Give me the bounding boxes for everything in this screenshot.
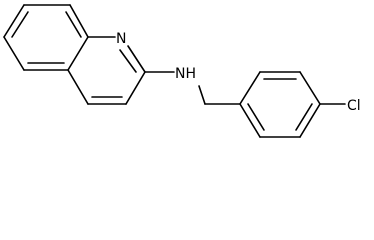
chlorine-label: Cl: [347, 98, 361, 114]
bond: [239, 71, 261, 105]
bond: [67, 36, 89, 71]
bond: [239, 103, 261, 138]
bond: [119, 49, 137, 73]
amine-label: NH: [175, 66, 196, 82]
bond: [125, 71, 146, 105]
bond: [299, 103, 321, 138]
quinoline-ring-system: [3, 4, 146, 105]
bond: [3, 36, 25, 71]
bond: [127, 45, 146, 73]
bond: [299, 71, 321, 105]
chemical-structure: N NH Cl: [3, 4, 361, 138]
bond: [65, 11, 82, 38]
bond: [3, 4, 25, 38]
linker: [144, 71, 241, 105]
chlorobenzene-ring: [239, 71, 346, 138]
structure-canvas: N NH Cl: [3, 4, 361, 138]
bond: [69, 4, 89, 38]
ring-nitrogen-label: N: [116, 31, 126, 47]
bond: [11, 11, 29, 38]
bond: [67, 69, 89, 105]
bond: [247, 103, 265, 131]
bond: [295, 103, 313, 131]
bond: [198, 85, 206, 105]
